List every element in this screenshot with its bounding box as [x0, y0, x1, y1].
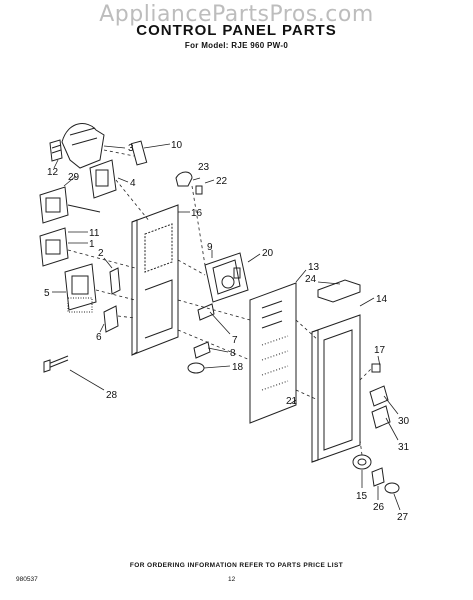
callout-7: 7 — [232, 335, 238, 346]
callout-4: 4 — [130, 178, 136, 189]
callout-3: 3 — [128, 143, 134, 154]
part-2-screw — [109, 267, 121, 295]
callout-24: 24 — [305, 274, 317, 285]
callout-22: 22 — [216, 176, 228, 187]
part-23-knob — [175, 171, 193, 187]
part-18-grommet — [187, 362, 205, 374]
part-3-switch — [61, 123, 105, 169]
part-15-knob — [352, 454, 372, 470]
callout-16: 16 — [191, 208, 203, 219]
part-4-switch — [89, 159, 117, 199]
callout-18: 18 — [232, 362, 244, 373]
page-number: 12 — [228, 576, 236, 583]
part-26-spring — [371, 467, 385, 487]
part-30-latch — [369, 385, 389, 407]
callout-23: 23 — [198, 162, 210, 173]
part-22-screw — [195, 185, 203, 195]
part-10-plate — [130, 140, 148, 166]
part-6-screw — [103, 305, 119, 333]
part-12-clip — [49, 139, 63, 162]
callout-2: 2 — [98, 248, 104, 259]
callout-1: 1 — [89, 239, 95, 250]
part-16-control-panel-frame — [131, 204, 179, 356]
callout-8: 8 — [230, 348, 236, 359]
part-20-control-module — [204, 252, 249, 303]
part-5-switch — [64, 263, 97, 313]
part-8-fastener — [193, 341, 211, 359]
callout-27: 27 — [397, 512, 409, 523]
callout-26: 26 — [373, 502, 385, 513]
watermark: AppliancePartsPros.com — [99, 2, 374, 27]
callout-14: 14 — [376, 294, 388, 305]
callout-6: 6 — [96, 332, 102, 343]
model-subtitle: For Model: RJE 960 PW-0 — [184, 41, 289, 50]
callout-5: 5 — [44, 288, 50, 299]
part-17-screw — [371, 363, 381, 373]
part-24-bracket — [317, 279, 361, 303]
part-28-screw — [43, 355, 69, 373]
part-13-panel-overlay — [249, 282, 297, 424]
callout-21: 21 — [286, 396, 298, 407]
document-number: 980537 — [16, 576, 38, 583]
callout-labels: 3 10 4 12 29 23 22 16 11 1 2 5 6 9 20 7 … — [44, 140, 410, 523]
callout-30: 30 — [398, 416, 410, 427]
callout-17: 17 — [374, 345, 386, 356]
part-29-relay — [39, 186, 101, 224]
callout-9: 9 — [207, 242, 213, 253]
part-11-switch — [39, 227, 69, 267]
callout-10: 10 — [171, 140, 183, 151]
part-7-fastener — [197, 303, 215, 321]
callout-29: 29 — [68, 172, 80, 183]
ordering-note: FOR ORDERING INFORMATION REFER TO PARTS … — [129, 562, 344, 569]
callout-13: 13 — [308, 262, 320, 273]
part-27-knob-cap — [384, 482, 400, 494]
callout-28: 28 — [106, 390, 118, 401]
callout-15: 15 — [356, 491, 368, 502]
callout-20: 20 — [262, 248, 274, 259]
callout-31: 31 — [398, 442, 410, 453]
part-31-latch — [371, 405, 391, 429]
page-title: CONTROL PANEL PARTS — [136, 22, 337, 39]
callout-11: 11 — [89, 228, 100, 239]
part-14-trim-frame — [311, 314, 361, 463]
callout-12: 12 — [47, 167, 59, 178]
